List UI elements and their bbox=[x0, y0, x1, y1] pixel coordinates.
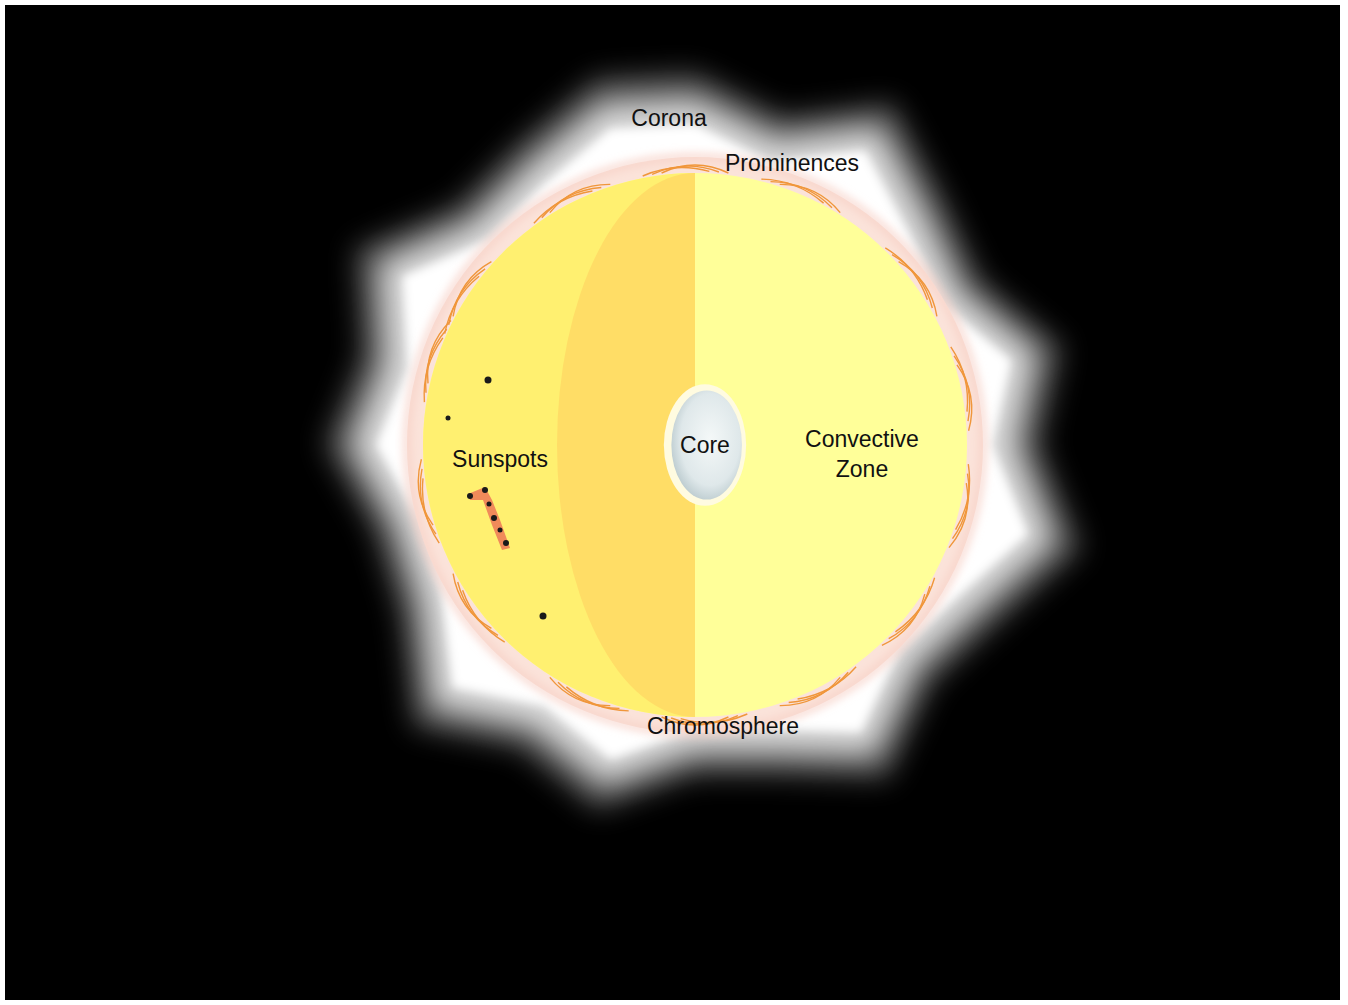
core-label: Core bbox=[663, 432, 747, 459]
prominence-arc bbox=[542, 188, 602, 218]
prominence-arc bbox=[420, 469, 436, 534]
prominence-arc bbox=[889, 586, 930, 639]
prominence-arc bbox=[780, 677, 841, 705]
sunspots-label: Sunspots bbox=[452, 444, 548, 474]
prominence-arc bbox=[445, 276, 479, 333]
prominence-arc bbox=[892, 255, 932, 308]
corona-glow bbox=[325, 73, 1081, 810]
prominences-label: Prominences bbox=[725, 148, 859, 178]
prominence-arc bbox=[449, 269, 485, 325]
prominence-arc bbox=[418, 459, 433, 525]
corona-layer bbox=[377, 125, 1028, 759]
chromosphere-label: Chromosphere bbox=[647, 711, 799, 741]
prominence-arc bbox=[949, 483, 968, 547]
prominence-arc bbox=[662, 165, 729, 173]
radiative-zone bbox=[557, 173, 695, 717]
space-background bbox=[5, 5, 1340, 1000]
prominence-arc bbox=[428, 321, 451, 384]
corona-layer bbox=[325, 73, 1081, 810]
prominence-arc bbox=[882, 594, 925, 645]
prominence-arc bbox=[885, 248, 927, 300]
prominence-arc bbox=[798, 667, 857, 699]
convective-zone-label: Convective Zone bbox=[787, 424, 937, 484]
core-oval: Core bbox=[663, 383, 747, 507]
prominence-arc bbox=[463, 590, 505, 642]
prominence-arc bbox=[558, 682, 620, 708]
prominence-arc bbox=[780, 184, 841, 212]
prominence-arc bbox=[550, 184, 611, 212]
sunspots bbox=[446, 377, 547, 620]
prominence-arc bbox=[771, 182, 833, 208]
prominence-arc bbox=[453, 262, 491, 317]
prominence-arc bbox=[954, 356, 970, 421]
prominence-arc bbox=[957, 365, 972, 431]
corona-layer bbox=[351, 99, 1054, 785]
corona-label: Corona bbox=[631, 103, 706, 133]
prominence-arc bbox=[458, 582, 498, 635]
prominence-arc bbox=[789, 672, 849, 702]
prominence-arc bbox=[899, 262, 937, 317]
prominence-arc bbox=[895, 578, 934, 632]
prominence-arc bbox=[550, 677, 611, 705]
prominences bbox=[418, 165, 972, 725]
prominence-arc bbox=[534, 191, 593, 223]
prominence-arc bbox=[453, 574, 491, 629]
